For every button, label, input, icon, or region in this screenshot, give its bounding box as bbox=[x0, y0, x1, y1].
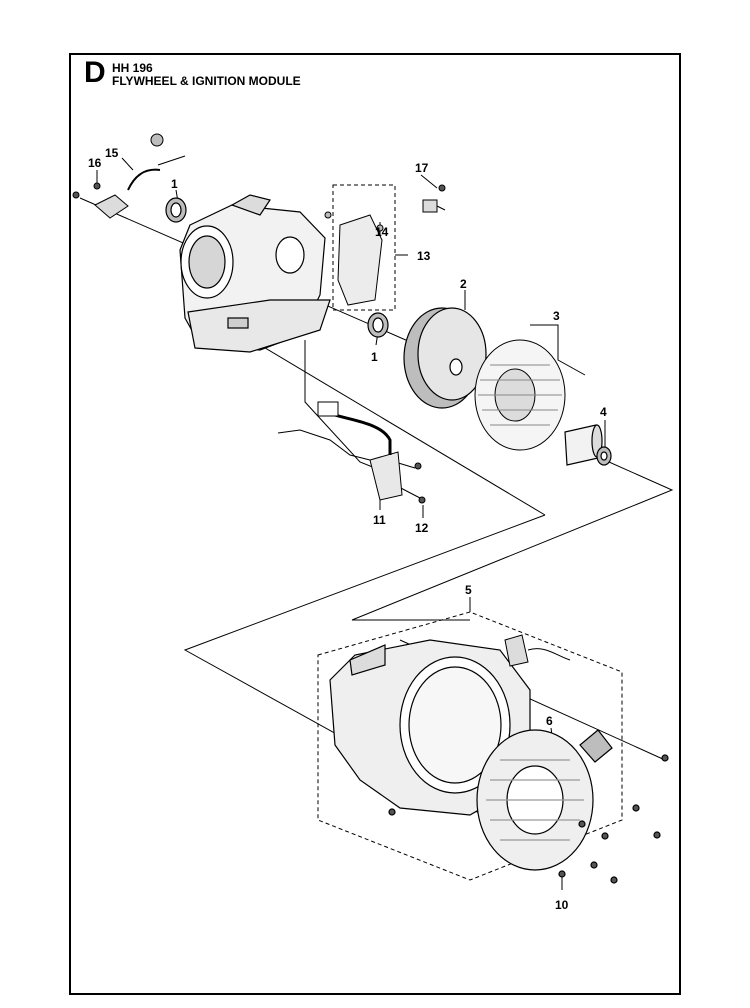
callout-17: 17 bbox=[415, 161, 429, 175]
leader-15 bbox=[121, 157, 134, 171]
callout-11: 11 bbox=[373, 513, 386, 527]
model-number: HH 196 bbox=[112, 61, 153, 75]
switch-17 bbox=[422, 184, 446, 213]
callout-12: 12 bbox=[415, 521, 429, 535]
ignition-guide-line bbox=[304, 340, 381, 471]
fan-cup bbox=[564, 424, 603, 466]
axis-line-lower bbox=[234, 329, 546, 516]
recoil-starter bbox=[476, 729, 661, 884]
callout-3: 3 bbox=[553, 309, 560, 323]
callout-14: 14 bbox=[375, 225, 389, 239]
callout-1-lower: 1 bbox=[371, 350, 378, 364]
leader-3 bbox=[530, 324, 586, 376]
oil-drain-assembly bbox=[72, 133, 186, 219]
callout-5: 5 bbox=[465, 583, 472, 597]
callout-2: 2 bbox=[460, 277, 467, 291]
oil-seal-1b bbox=[367, 312, 389, 338]
callout-15: 15 bbox=[105, 146, 119, 160]
callout-6: 6 bbox=[546, 714, 553, 728]
axis-line-to-starter bbox=[351, 457, 674, 621]
drawing-frame bbox=[69, 53, 681, 995]
section-letter: D bbox=[84, 56, 106, 89]
group-box-13 bbox=[332, 184, 396, 311]
leader-17 bbox=[420, 174, 438, 189]
callout-16: 16 bbox=[88, 156, 102, 170]
oil-seal-1a bbox=[165, 197, 187, 223]
callout-4: 4 bbox=[600, 405, 607, 419]
cooling-fan bbox=[474, 339, 566, 451]
engine-block bbox=[179, 194, 331, 353]
fan-housing bbox=[329, 639, 669, 816]
diagram-title: FLYWHEEL & IGNITION MODULE bbox=[112, 74, 301, 88]
ignition-coil bbox=[277, 401, 426, 504]
housing-switch bbox=[504, 634, 571, 667]
flywheel bbox=[403, 307, 487, 409]
flywheel-nut bbox=[596, 446, 612, 466]
callout-10: 10 bbox=[555, 898, 569, 912]
callout-1-upper: 1 bbox=[171, 177, 178, 191]
plate-13 bbox=[324, 211, 384, 306]
callout-13: 13 bbox=[417, 249, 431, 263]
